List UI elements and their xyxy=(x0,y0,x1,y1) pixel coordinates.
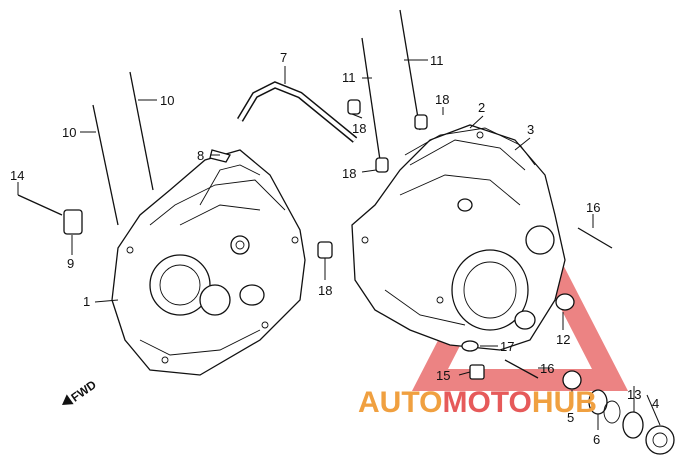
callout-5: 5 xyxy=(567,410,574,425)
callout-6: 6 xyxy=(593,432,600,447)
callout-17: 17 xyxy=(500,339,514,354)
callout-16-upper: 16 xyxy=(586,200,600,215)
watermark-part-3: HUB xyxy=(532,386,597,419)
fwd-label: FWD xyxy=(68,377,99,404)
stud-bolts xyxy=(92,9,421,226)
callout-18-upper-mid: 18 xyxy=(352,121,366,136)
callout-18-top: 18 xyxy=(435,92,449,107)
callout-13: 13 xyxy=(627,387,641,402)
callout-10-right: 10 xyxy=(160,93,174,108)
callout-10-left: 10 xyxy=(62,125,76,140)
callout-2: 2 xyxy=(478,100,485,115)
watermark-part-2: MOTO xyxy=(442,386,531,419)
callout-4: 4 xyxy=(652,396,659,411)
oil-strainer-assembly xyxy=(562,370,675,455)
callout-8: 8 xyxy=(197,148,204,163)
callout-3: 3 xyxy=(527,122,534,137)
crankcase-gasket xyxy=(404,127,536,166)
gasket-17 xyxy=(461,340,479,352)
oil-seal-12 xyxy=(555,293,575,311)
callout-18-lower: 18 xyxy=(318,283,332,298)
leader-lines xyxy=(17,59,661,430)
callout-11-right: 11 xyxy=(430,53,444,68)
callout-15: 15 xyxy=(436,368,450,383)
left-crankcase xyxy=(111,149,306,376)
bolt-14 xyxy=(17,194,63,216)
forward-direction-indicator: FWD xyxy=(62,377,99,405)
bracket-9 xyxy=(63,209,83,235)
callout-1: 1 xyxy=(83,294,90,309)
dowel-pins xyxy=(317,99,428,259)
callout-14: 14 xyxy=(10,168,24,183)
callout-12: 12 xyxy=(556,332,570,347)
watermark-text: AUTOMOTOHUB xyxy=(358,386,597,419)
arrow-left-icon xyxy=(62,394,74,405)
watermark-part-1: AUTO xyxy=(358,386,442,419)
callout-7: 7 xyxy=(280,50,287,65)
callout-18-mid: 18 xyxy=(342,166,356,181)
callout-9: 9 xyxy=(67,256,74,271)
callout-16-lower: 16 xyxy=(540,361,554,376)
bolt-16-upper xyxy=(577,227,613,249)
plug-15 xyxy=(469,364,485,380)
bolt-16-lower xyxy=(504,359,539,379)
callout-11-left: 11 xyxy=(342,70,356,85)
right-crankcase xyxy=(351,124,566,351)
